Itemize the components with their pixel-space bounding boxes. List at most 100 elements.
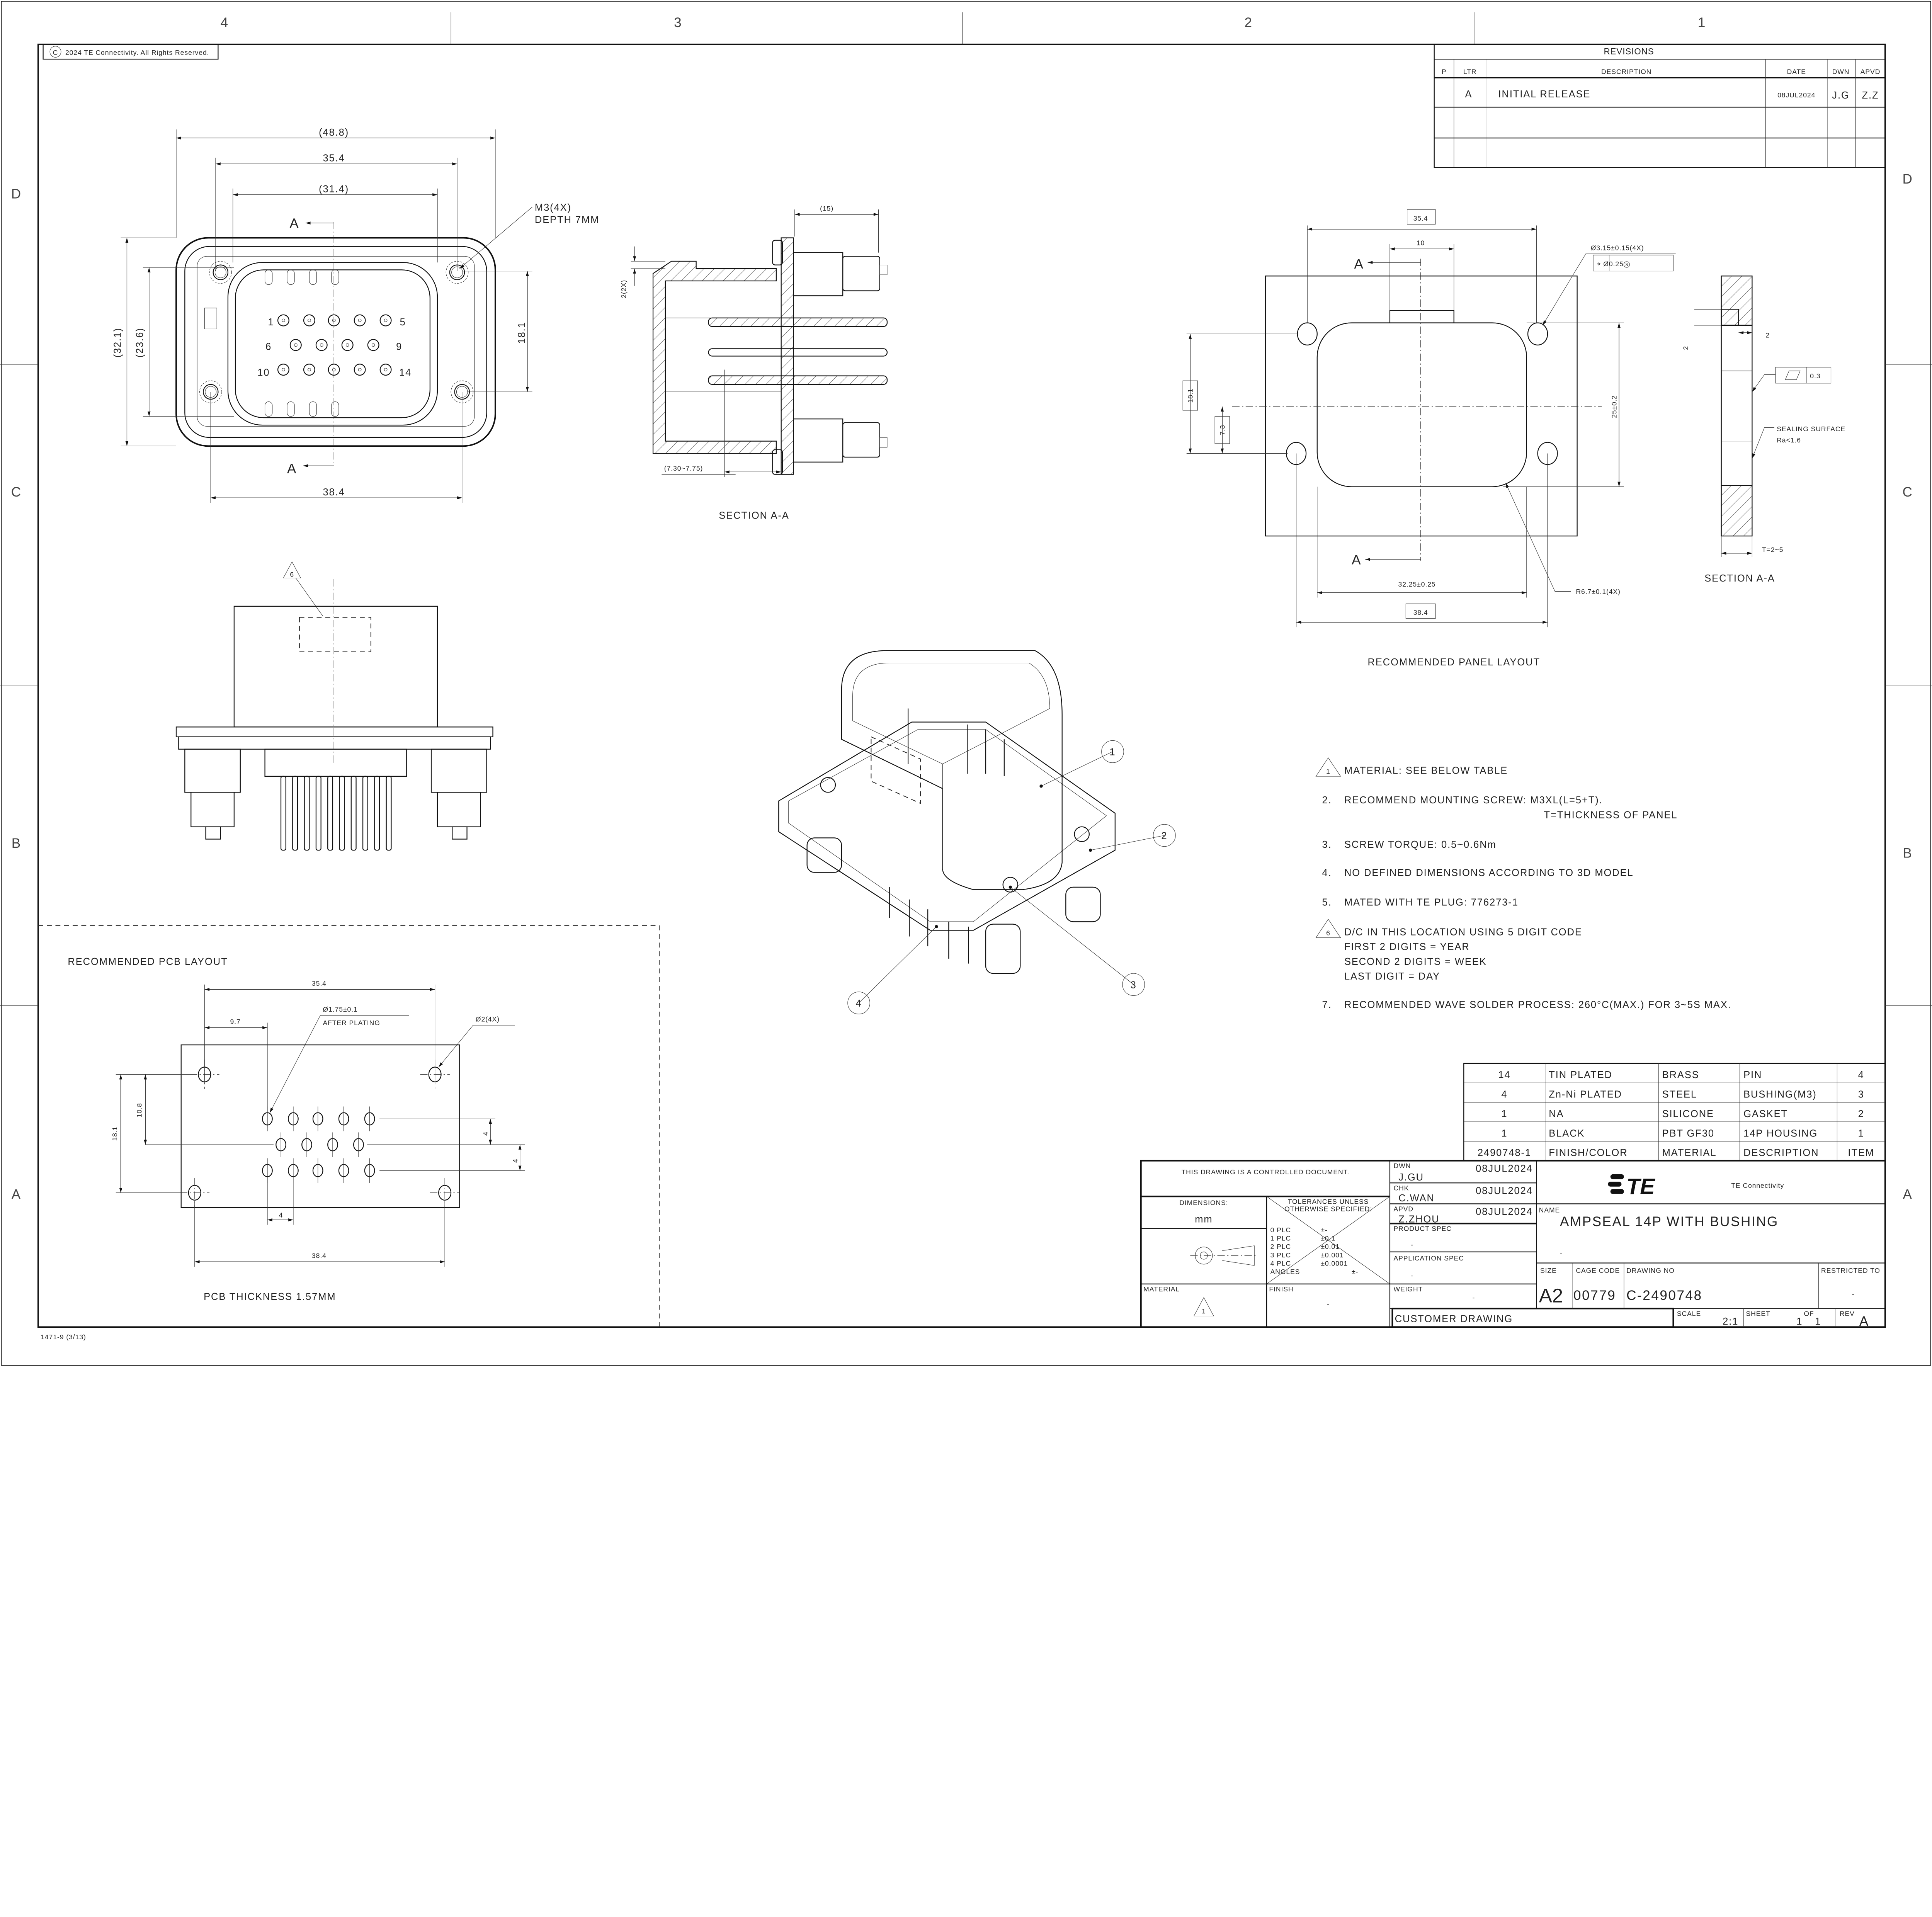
note-item: 4. NO DEFINED DIMENSIONS ACCORDING TO 3D …: [1322, 867, 1634, 878]
bom-cell: TIN PLATED: [1549, 1070, 1612, 1080]
pin-hole-callout: Ø1.75±0.1: [323, 1005, 357, 1013]
dim-label: 10: [1417, 239, 1425, 247]
pin-label: 14: [399, 367, 412, 378]
revision-letter: A: [1859, 1314, 1869, 1329]
note-number: 2.: [1322, 795, 1332, 806]
dim-label: 4: [279, 1211, 283, 1219]
apvd-date: 08JUL2024: [1476, 1206, 1533, 1217]
dim-label: (32.1): [112, 327, 123, 357]
note-text: LAST DIGIT = DAY: [1344, 971, 1440, 982]
pin-cavity: [379, 364, 392, 376]
pin: [294, 343, 298, 347]
dim-label: 25±0.2: [1611, 395, 1618, 418]
note-text: SECOND 2 DIGITS = WEEK: [1344, 956, 1487, 967]
section-view: (15) 2(2X) (7.30~7.75) SECTION A-A: [620, 204, 888, 521]
restricted-label: RESTRICTED TO: [1821, 1267, 1880, 1274]
item-balloon: [1122, 973, 1145, 996]
polarization-key: [287, 401, 295, 417]
bom-cell: DESCRIPTION: [1743, 1148, 1819, 1158]
sealing-surface-note: SEALING SURFACE: [1777, 425, 1845, 433]
terminal-pin: [386, 776, 392, 851]
section-view-label: SECTION A-A: [719, 510, 789, 521]
item-balloon: [1101, 740, 1124, 763]
mounting-hole: [213, 264, 229, 280]
dim-label: 38.4: [323, 487, 345, 498]
tolerance-value: ±0.01: [1321, 1243, 1339, 1250]
pin-cavity: [354, 314, 366, 327]
rev-header-apvd: APVD: [1861, 68, 1881, 75]
weight-label: WEIGHT: [1393, 1285, 1423, 1293]
pcb-layout: RECOMMENDED PCB LAYOUT 35.4 9.7 18.1 10.…: [38, 925, 660, 1327]
polarization-key: [331, 269, 339, 285]
mount-thread-callout: DEPTH 7MM: [535, 214, 599, 225]
pin-cavity: [341, 339, 354, 351]
pin-cavity: [328, 314, 340, 327]
dim-label: 4: [511, 1158, 519, 1163]
finish-value: -: [1327, 1300, 1330, 1308]
note-number: 7.: [1322, 999, 1332, 1010]
tolerances-title: TOLERANCES UNLESS: [1288, 1197, 1369, 1205]
apvd-name: Z.ZHOU: [1398, 1214, 1439, 1225]
polarization-key: [265, 401, 273, 417]
note-item: 3.SCREW TORQUE: 0.5~0.6Nm: [1322, 839, 1496, 850]
dwn-label: DWN: [1393, 1162, 1411, 1170]
pin-cavity: [303, 364, 315, 376]
zone-label: D: [11, 186, 21, 201]
dwn-name: J.GU: [1398, 1172, 1424, 1183]
item-balloon: [1153, 824, 1176, 847]
zone-label: A: [1903, 1187, 1912, 1202]
projection-symbol-icon: [1190, 1245, 1257, 1266]
note-text: NO DEFINED DIMENSIONS ACCORDING TO 3D MO…: [1344, 867, 1634, 878]
note-number: 5.: [1322, 897, 1332, 908]
te-logo-text: TE: [1626, 1174, 1655, 1199]
tolerance-place: 4 PLC: [1270, 1260, 1291, 1267]
bom-cell: 2: [1858, 1109, 1864, 1119]
bom-cell: 1: [1501, 1109, 1507, 1119]
dim-label: 18.1: [1187, 388, 1194, 403]
cage-code-label: CAGE CODE: [1576, 1267, 1620, 1274]
note-number: 4.: [1322, 867, 1332, 878]
application-spec-value: -: [1411, 1272, 1413, 1279]
leader-dot: [1039, 784, 1043, 788]
dim-label: (15): [820, 204, 833, 212]
bom-cell: PIN: [1743, 1070, 1762, 1080]
pin: [332, 368, 336, 372]
note-flag-6: 6: [290, 570, 294, 578]
note-text: MATED WITH TE PLUG: 776273-1: [1344, 897, 1519, 908]
dim-label: 35.4: [312, 980, 327, 987]
scale-label: SCALE: [1677, 1310, 1701, 1318]
pcb-layout-title: RECOMMENDED PCB LAYOUT: [68, 956, 228, 967]
copyright-text: 2024 TE Connectivity. All Rights Reserve…: [65, 49, 209, 56]
note-flag-number: 1: [1326, 768, 1330, 776]
terminal-pin: [374, 776, 380, 851]
cage-code: 00779: [1573, 1288, 1616, 1303]
bom-cell: Zn-Ni PLATED: [1549, 1089, 1622, 1100]
sheet-number: 1: [1796, 1316, 1803, 1327]
section-mark: A: [287, 461, 297, 476]
pin: [307, 318, 311, 322]
item-balloon: [847, 992, 870, 1014]
zone-label: D: [1903, 172, 1912, 187]
bushing-knurl: [199, 380, 222, 403]
dim-label: 38.4: [312, 1252, 327, 1260]
bom-cell: BUSHING(M3): [1743, 1089, 1817, 1100]
balloon-number: 4: [856, 998, 862, 1009]
pin: [384, 368, 388, 372]
note-item: 5. MATED WITH TE PLUG: 776273-1: [1322, 897, 1519, 908]
dim-label: 18.1: [516, 321, 527, 344]
rev-label: REV: [1840, 1310, 1855, 1318]
sheet-of-label: OF: [1804, 1310, 1814, 1318]
title-block: THIS DRAWING IS A CONTROLLED DOCUMENT. D…: [1140, 1160, 1886, 1329]
hole-callout: Ø3.15±0.15(4X): [1591, 244, 1644, 252]
note-item: 2.RECOMMEND MOUNTING SCREW: M3XL(L=5+T).…: [1322, 795, 1677, 820]
front-view: 1 5 6 9 10 14 (48.8) 35.4 (31.4) (32.1) …: [112, 127, 599, 503]
tolerance-place: 1 PLC: [1270, 1234, 1291, 1242]
finish-label: FINISH: [1269, 1285, 1293, 1293]
rev-apvd: Z.Z: [1862, 90, 1879, 101]
engineering-drawing: 4 3 2 1 D C B A D C B A 1471-9 (3/13) C …: [0, 1, 1932, 1366]
dim-label: 35.4: [1413, 214, 1428, 222]
dim-label: T=2~5: [1762, 546, 1783, 554]
pin-label: 5: [400, 317, 406, 328]
